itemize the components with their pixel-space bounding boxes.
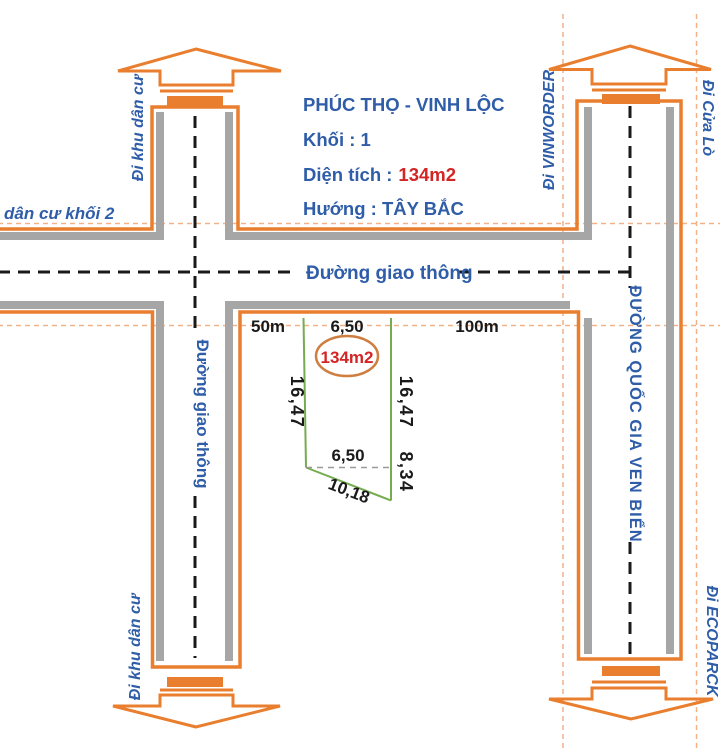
distance-right-label: 100m bbox=[455, 317, 498, 336]
arrow-down-outline bbox=[112, 693, 281, 729]
area-line-value: 134m2 bbox=[398, 164, 456, 185]
direction-label-top-left: Đi khu dân cư bbox=[130, 73, 147, 181]
road-shadow-bottom-left bbox=[0, 301, 164, 661]
orientation-label: Hướng : TÂY BẮC bbox=[303, 198, 464, 219]
area-ellipse bbox=[314, 334, 380, 378]
direction-label-ecoparck: Đi ECOPARCK bbox=[703, 586, 720, 698]
road-label-coastal-highway: ĐƯỜNG QUỐC GIA VEN BIỂN bbox=[626, 285, 646, 542]
arrow-down-outline bbox=[548, 686, 714, 721]
parcel-top-width-label: 6,50 bbox=[330, 317, 363, 336]
road-label-horizontal: Đường giao thông bbox=[306, 263, 473, 284]
road-shadow-top-middle bbox=[225, 107, 592, 240]
parcel-inner-width-label: 6,50 bbox=[331, 446, 364, 465]
arrow-up-top-left-icon bbox=[117, 47, 282, 106]
area-line-label: Diện tích : bbox=[303, 164, 392, 185]
arrow-solid-bar bbox=[167, 96, 223, 106]
block-label: Khối : 1 bbox=[303, 129, 371, 150]
direction-label-cua-lo: Đi Cửa Lò bbox=[699, 80, 716, 157]
area-line: Diện tích : 134m2 bbox=[303, 164, 456, 185]
parcel-edge-left bbox=[302, 317, 307, 468]
arrow-up-top-right-icon bbox=[548, 44, 712, 104]
map-title: PHÚC THỌ - VINH LỘC bbox=[303, 94, 504, 115]
arrow-down-bottom-right-icon bbox=[548, 666, 714, 721]
arrow-up-outline bbox=[117, 47, 282, 87]
parcel-edge-diagonal bbox=[305, 466, 392, 502]
parcel-left-length-label: 16,47 bbox=[287, 376, 307, 429]
parcel-area-label: 134m2 bbox=[321, 348, 374, 367]
direction-label-residential-block2: dân cư khối 2 bbox=[4, 204, 115, 223]
arrow-up-outline bbox=[548, 44, 712, 86]
road-label-left-vertical: Đường giao thông bbox=[193, 339, 212, 488]
arrow-solid-bar bbox=[602, 94, 660, 104]
parcel-diagonal-length-label: 10,18 bbox=[326, 474, 373, 507]
arrow-solid-bar bbox=[602, 666, 660, 676]
road-outline bbox=[0, 99, 683, 669]
arrow-down-bottom-left-icon bbox=[112, 677, 281, 729]
arrow-solid-bar bbox=[167, 677, 223, 687]
distance-left-label: 50m bbox=[251, 317, 285, 336]
road-shadow-bottom-middle bbox=[225, 301, 570, 661]
direction-label-vinworder: Đi VINWORDER bbox=[541, 70, 558, 190]
parcel-right-lower-length-label: 8,34 bbox=[396, 451, 416, 492]
road-shadow-top-left bbox=[0, 112, 164, 240]
parcel-boundary bbox=[302, 317, 392, 502]
parcel-right-length-label: 16,47 bbox=[396, 376, 416, 429]
direction-label-bottom-left: Đi khu dân cư bbox=[127, 592, 144, 700]
